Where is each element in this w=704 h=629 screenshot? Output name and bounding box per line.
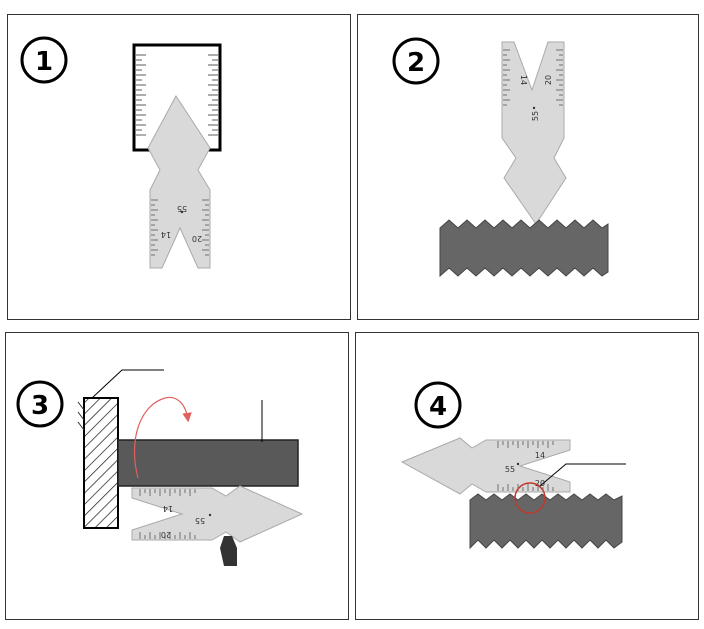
gauge-scale — [503, 49, 563, 106]
gauge-scale — [497, 441, 554, 491]
rotation-arrow — [133, 396, 192, 479]
gauge-dot — [532, 106, 536, 110]
threaded-rod — [469, 493, 623, 550]
leader-line — [91, 369, 164, 399]
center-gauge — [501, 41, 567, 225]
step-2-badge: 2 — [392, 37, 440, 85]
frame-ticks-right — [208, 54, 218, 136]
step-1-number: 1 — [35, 47, 53, 77]
cutting-tool — [220, 536, 237, 566]
gauge-angle-label: 55 — [177, 204, 187, 213]
gauge-mark-right: 20 — [192, 234, 202, 243]
threaded-rod — [439, 219, 609, 278]
step-2-group: 2 14 20 55 — [392, 37, 609, 278]
gauge-mark-right: 20 — [535, 479, 545, 488]
gauge-dot — [180, 210, 184, 214]
center-gauge — [131, 485, 304, 543]
gauge-mark-left: 14 — [519, 75, 528, 85]
step-1-badge: 1 — [20, 36, 68, 84]
gauge-dot — [516, 462, 520, 466]
gauge-scale — [139, 489, 196, 539]
inspection-highlight-circle — [514, 482, 546, 514]
step-1-group: 1 — [20, 36, 222, 269]
gauge-mark-left: 14 — [535, 451, 545, 460]
gauge-mark-right: 20 — [161, 530, 171, 539]
step-4-number: 4 — [429, 392, 447, 422]
chuck-edge-ticks — [77, 401, 85, 431]
gauge-mark-right: 20 — [544, 75, 553, 85]
workpiece — [117, 439, 299, 487]
step-4-group: 4 55 14 20 — [400, 381, 626, 550]
center-gauge — [400, 437, 571, 495]
gauge-scale — [151, 199, 209, 256]
lathe-chuck — [83, 397, 119, 529]
gauge-dot — [208, 513, 212, 517]
gauge-mark-left: 14 — [161, 230, 171, 239]
gauge-angle-label: 55 — [505, 465, 515, 474]
center-gauge — [147, 95, 211, 269]
step-3-badge: 3 — [16, 380, 64, 428]
frame-ticks-left — [136, 54, 146, 136]
step-2-number: 2 — [407, 48, 425, 78]
gauge-mark-left: 14 — [163, 504, 173, 513]
step-3-group: 3 14 55 — [16, 369, 304, 566]
gauge-angle-label: 55 — [195, 516, 205, 525]
leader-line — [539, 463, 626, 487]
step-3-number: 3 — [31, 391, 49, 421]
gauge-angle-label: 55 — [531, 111, 540, 121]
step-4-badge: 4 — [414, 381, 462, 429]
